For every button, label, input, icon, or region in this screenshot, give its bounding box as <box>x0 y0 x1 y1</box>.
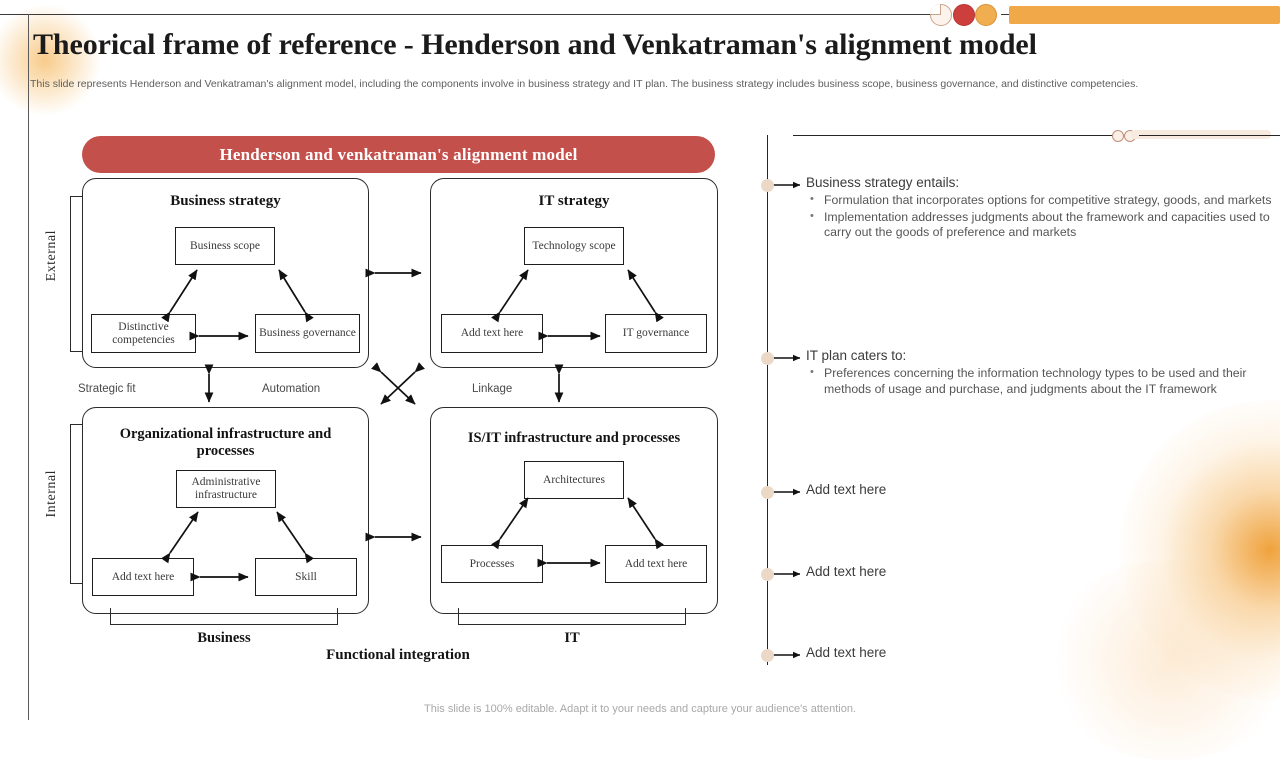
quadrant-organizational-infrastructure[interactable]: Organizational infrastructure and proces… <box>82 407 369 614</box>
ornament-line-left <box>905 14 933 15</box>
left-divider-line <box>28 14 29 720</box>
box-isit-add-text-here[interactable]: Add text here <box>605 545 707 583</box>
box-skill[interactable]: Skill <box>255 558 357 596</box>
quadrant-title-is-it-infrastructure: IS/IT infrastructure and processes <box>467 430 681 446</box>
bullet-dot-icon <box>761 179 774 192</box>
label-business: Business <box>197 630 251 646</box>
circle-red-icon <box>953 4 975 26</box>
diagram-banner-label: Henderson and venkatraman's alignment mo… <box>219 144 578 164</box>
page-subtitle: This slide represents Henderson and Venk… <box>30 78 1139 90</box>
box-distinctive-competencies[interactable]: Distinctive competencies <box>91 314 196 353</box>
internal-label: Internal <box>44 470 59 518</box>
quadrant-is-it-infrastructure[interactable]: IS/IT infrastructure and processes Archi… <box>430 407 718 614</box>
label-it: IT <box>564 630 580 646</box>
quadrant-business-strategy[interactable]: Business strategy Business scope Distinc… <box>82 178 369 368</box>
business-bracket <box>110 608 338 625</box>
ornament-orange-bar <box>1009 6 1280 24</box>
right-panel-top-line-right <box>1139 135 1280 136</box>
box-architectures[interactable]: Architectures <box>524 461 624 499</box>
bullet-dot-icon <box>761 568 774 581</box>
right-panel-heading: Add text here <box>806 482 887 497</box>
bullet-dot-icon <box>761 649 774 662</box>
footer-note: This slide is 100% editable. Adapt it to… <box>424 703 856 715</box>
right-panel-subpoints: Formulation that incorporates options fo… <box>806 192 1280 242</box>
diagram-banner: Henderson and venkatraman's alignment mo… <box>82 136 715 173</box>
box-administrative-infrastructure[interactable]: Administrative infrastructure <box>176 470 276 508</box>
right-panel-subpoint: Formulation that incorporates options fo… <box>806 192 1280 209</box>
label-functional-integration: Functional integration <box>326 647 470 663</box>
quadrant-title-organizational-infrastructure: Organizational infrastructure and proces… <box>119 426 332 459</box>
right-panel-subpoint: Preferences concerning the information t… <box>806 365 1280 397</box>
box-technology-scope[interactable]: Technology scope <box>524 227 624 265</box>
right-panel-subpoint: Implementation addresses judgments about… <box>806 209 1280 241</box>
ornament-line-right <box>1001 14 1012 15</box>
quadrant-title-business-strategy: Business strategy <box>170 193 281 209</box>
right-panel-circle-1-icon <box>1112 130 1124 142</box>
external-bracket <box>70 196 90 352</box>
right-panel-top-line <box>793 135 1113 136</box>
box-it-add-text-here[interactable]: Add text here <box>441 314 543 353</box>
box-processes[interactable]: Processes <box>441 545 543 583</box>
circle-orange-icon <box>975 4 997 26</box>
box-business-governance[interactable]: Business governance <box>255 314 360 353</box>
external-label: External <box>44 230 59 282</box>
circle-notched-icon <box>930 4 952 26</box>
box-it-governance[interactable]: IT governance <box>605 314 707 353</box>
bullet-dot-icon <box>761 352 774 365</box>
right-panel-heading: Business strategy entails: <box>806 175 960 190</box>
right-panel-subpoints: Preferences concerning the information t… <box>806 365 1280 398</box>
right-panel-heading: Add text here <box>806 564 887 579</box>
label-linkage: Linkage <box>472 383 513 395</box>
box-business-scope[interactable]: Business scope <box>175 227 275 265</box>
label-strategic-fit: Strategic fit <box>78 383 136 395</box>
quadrant-it-strategy[interactable]: IT strategy Technology scope Add text he… <box>430 178 718 368</box>
page-title: Theorical frame of reference - Henderson… <box>33 28 1037 61</box>
it-bracket <box>458 608 686 625</box>
top-divider-line <box>0 14 905 15</box>
right-panel-heading: Add text here <box>806 645 887 660</box>
internal-bracket <box>70 424 90 584</box>
label-automation: Automation <box>262 383 321 395</box>
right-panel-cream-bar <box>1131 130 1271 139</box>
bullet-dot-icon <box>761 486 774 499</box>
box-org-add-text-here[interactable]: Add text here <box>92 558 194 596</box>
right-panel-vertical-line <box>767 135 769 665</box>
right-panel-heading: IT plan caters to: <box>806 348 907 363</box>
quadrant-title-it-strategy: IT strategy <box>538 193 610 209</box>
